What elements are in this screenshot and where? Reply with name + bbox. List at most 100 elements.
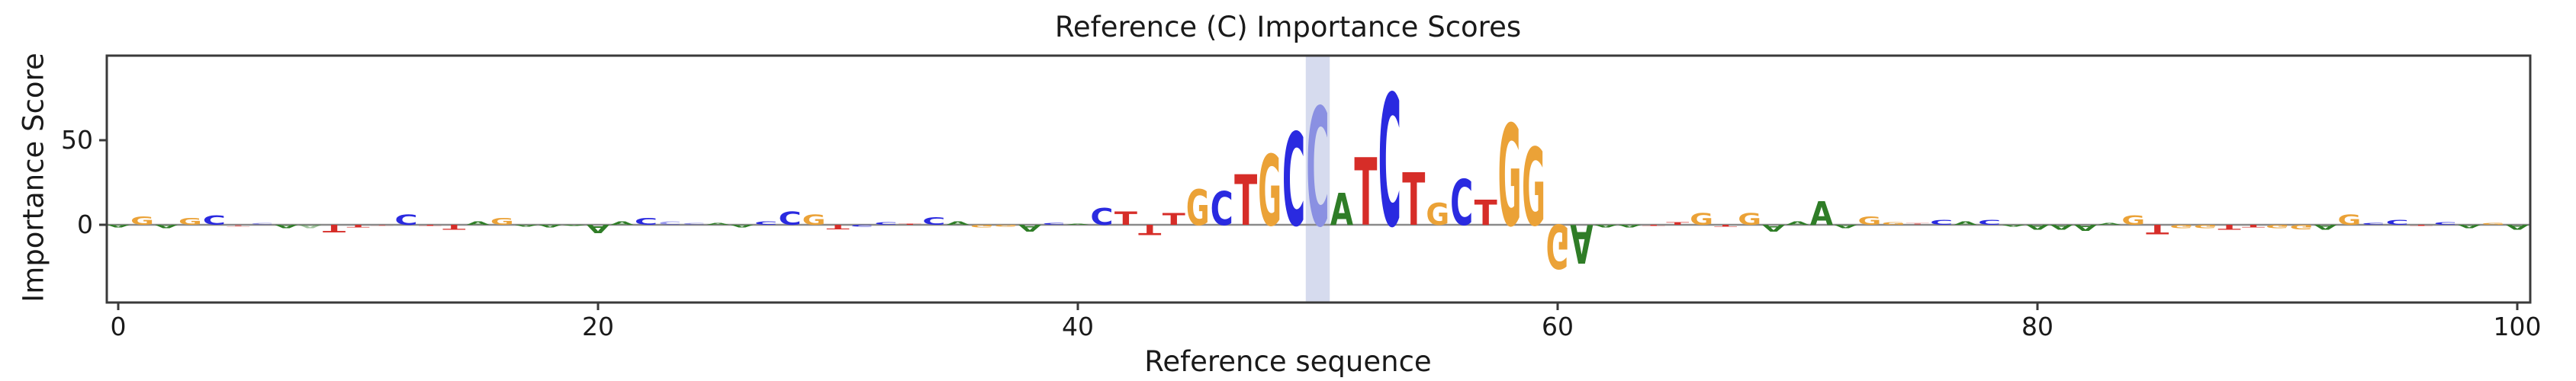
chart-title: Reference (C) Importance Scores (1054, 11, 1522, 43)
logo-letter-2-A: A (155, 223, 178, 229)
logo-letter-89-T: T (2242, 224, 2266, 228)
logo-letter-7-A: A (275, 223, 298, 229)
logo-letter-42-T: T (1114, 208, 1138, 229)
logo-letter-67-T: T (1714, 224, 1738, 227)
logo-letter-31-C: C (851, 224, 873, 227)
logo-letter-71-A: A (1810, 194, 1834, 232)
logo-letter-85-T: T (2146, 222, 2169, 237)
logo-letter-26-A: A (731, 224, 754, 228)
logo-letter-86-G: G (2169, 223, 2193, 229)
logo-letter-36-G: G (970, 224, 994, 228)
logo-letter-72-A: A (1834, 223, 1857, 229)
logo-letter-53-C: C (1378, 58, 1401, 268)
logo-letter-100-A: A (2506, 223, 2529, 232)
logo-letter-95-C: C (2386, 219, 2409, 227)
logo-letter-66-G: G (1690, 210, 1713, 229)
logo-letter-68-G: G (1738, 210, 1761, 229)
logo-letter-78-C: C (1978, 219, 2001, 227)
logo-letter-45-G: G (1186, 180, 1210, 236)
logo-letter-54-T: T (1402, 159, 1425, 242)
highlight-band (1305, 56, 1330, 302)
x-tick-label-80: 80 (2021, 312, 2053, 341)
x-tick-label-60: 60 (1542, 312, 1574, 341)
logo-letter-97-C: C (2434, 222, 2457, 226)
logo-letter-23-C: C (658, 220, 681, 226)
x-tick-label-0: 0 (110, 312, 127, 341)
logo-letter-37-G: G (994, 224, 1018, 227)
logo-letter-81-A: A (2050, 223, 2073, 232)
logo-letter-32-C: C (874, 222, 897, 226)
logo-letter-10-T: T (346, 224, 370, 228)
logo-letter-47-T: T (1234, 160, 1257, 242)
x-tick-label-100: 100 (2493, 312, 2542, 341)
x-tick-label-40: 40 (1062, 312, 1094, 341)
logo-letter-98-A: A (2458, 223, 2481, 229)
logo-letter-30-T: T (826, 223, 850, 230)
logo-letter-19-A: A (562, 225, 586, 226)
logo-letter-11-T: T (371, 225, 394, 226)
y-tick-label-50: 50 (61, 125, 93, 155)
logo-letter-62-A: A (1594, 224, 1618, 228)
logo-letter-41-C: C (1090, 203, 1113, 230)
logo-letter-77-A: A (1954, 220, 1978, 226)
logo-letter-5-T: T (227, 224, 250, 227)
y-axis-label: Importance Score (17, 53, 50, 303)
logo-letter-14-T: T (442, 223, 465, 232)
logo-letter-8-A: A (299, 223, 323, 229)
logo-letter-35-A: A (947, 220, 970, 226)
logo-letter-57-T: T (1475, 192, 1497, 233)
logo-letter-80-A: A (2026, 223, 2049, 232)
logo-letter-65-T: T (1666, 222, 1690, 226)
logo-letter-58-G: G (1498, 97, 1522, 258)
logo-letter-75-T: T (1906, 223, 1930, 226)
logo-letter-4-C: C (203, 213, 226, 228)
x-tick-label-20: 20 (582, 312, 614, 341)
logo-letter-82-A: A (2074, 223, 2097, 232)
logo-letter-70-A: A (1786, 220, 1809, 226)
logo-letter-43-T: T (1138, 222, 1161, 238)
logo-letter-22-C: C (635, 216, 658, 227)
logo-letter-27-C: C (754, 220, 777, 226)
logo-letter-83-A: A (2098, 223, 2121, 226)
logo-letter-33-T: T (899, 224, 922, 226)
logo-letter-52-T: T (1354, 139, 1377, 247)
logo-letter-87-G: G (2194, 223, 2217, 229)
logo-letter-92-A: A (2314, 223, 2336, 232)
plot-border (105, 54, 2532, 304)
logo-letter-40-A: A (1066, 224, 1090, 226)
logo-letter-49-C: C (1282, 107, 1305, 255)
logo-letter-59-G: G (1522, 127, 1545, 251)
logo-letter-84-G: G (2121, 213, 2145, 228)
logo-letter-96-T: T (2410, 225, 2433, 226)
logo-letter-21-A: A (610, 220, 634, 226)
logo-letter-48-G: G (1258, 136, 1282, 248)
logo-letter-99-G: G (2481, 223, 2505, 226)
logo-letter-13-T: T (419, 225, 442, 226)
logo-letter-74-G: G (1882, 222, 1905, 226)
logo-letter-0-A: A (107, 224, 130, 228)
logo-letter-18-A: A (539, 224, 562, 228)
logo-letter-12-C: C (394, 212, 417, 228)
logo-letter-20-A: A (587, 222, 609, 235)
logo-letter-44-T: T (1163, 210, 1186, 229)
logo-letter-34-C: C (922, 216, 945, 228)
logo-letter-69-A: A (1762, 223, 1786, 233)
y-axis-label-container: Importance Score (11, 0, 56, 381)
x-axis-label: Reference sequence (1144, 345, 1432, 378)
logo-letter-9-T: T (323, 223, 346, 235)
logo-letter-61-A: A (1570, 212, 1593, 274)
logo-letter-50-C: C (1306, 75, 1329, 264)
logo-letter-39-C: C (1042, 223, 1065, 226)
logo-letter-76-C: C (1930, 219, 1953, 227)
logo-letter-25-A: A (706, 223, 730, 226)
logo-letter-88-T: T (2218, 223, 2241, 232)
logo-letter-1-G: G (130, 214, 154, 228)
logo-letter-16-G: G (490, 216, 514, 227)
logo-letter-73-G: G (1857, 214, 1881, 228)
logo-letter-90-G: G (2266, 223, 2289, 229)
logo-letter-29-G: G (802, 212, 826, 228)
logo-letter-63-A: A (1618, 224, 1642, 228)
logo-letter-93-G: G (2337, 212, 2361, 228)
logo-letter-24-C: C (683, 223, 706, 226)
